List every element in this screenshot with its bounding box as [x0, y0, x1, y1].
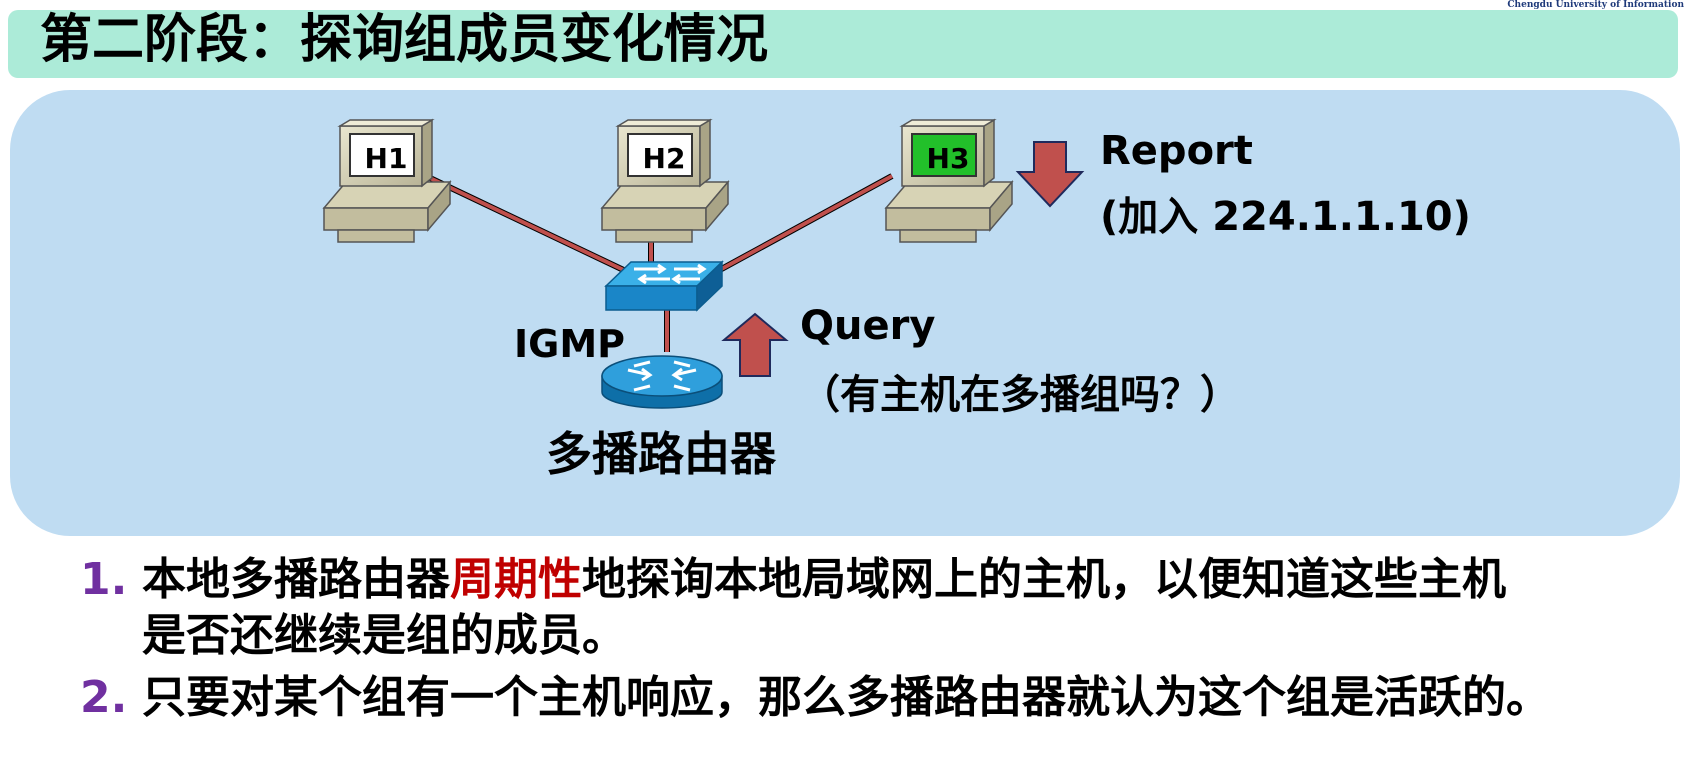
router-icon	[601, 355, 723, 409]
bullet-2-number: 2.	[80, 672, 128, 723]
query-detail: （有主机在多播组吗？）	[800, 372, 1240, 418]
bullet-1-text-after: 地探询本地局域网上的主机，以便知道这些主机	[582, 554, 1506, 605]
report-down-arrow-icon	[1015, 141, 1085, 208]
switch-icon	[604, 260, 724, 312]
host-h2-label: H2	[642, 142, 686, 175]
host-h2-computer-icon	[600, 118, 730, 243]
host-h1-computer-icon	[322, 118, 452, 243]
report-detail: (加入 224.1.1.10)	[1100, 194, 1471, 240]
bullet-1-highlight: 周期性	[450, 554, 582, 605]
host-h3-label: H3	[926, 142, 970, 175]
title-bar	[8, 10, 1678, 78]
router-label: 多播路由器	[546, 427, 776, 481]
host-h1-label: H1	[364, 142, 408, 175]
bullet-1-line-2: 是否还继续是组的成员。	[142, 610, 626, 661]
page-title: 第二阶段：探询组成员变化情况	[40, 10, 769, 70]
university-logo-text: Chengdu University of Information	[1507, 0, 1684, 10]
bullet-1-text-before: 本地多播路由器	[142, 554, 450, 605]
igmp-label: IGMP	[514, 322, 625, 366]
bullet-2-text: 只要对某个组有一个主机响应，那么多播路由器就认为这个组是活跃的。	[142, 672, 1550, 723]
report-label: Report	[1100, 128, 1253, 174]
host-h3-computer-icon	[884, 118, 1014, 243]
bullet-1-number: 1.	[80, 554, 128, 605]
bullet-1-line-1: 本地多播路由器周期性地探询本地局域网上的主机，以便知道这些主机	[142, 548, 1506, 612]
query-label: Query	[800, 303, 936, 349]
query-up-arrow-icon	[721, 312, 789, 377]
network-diagram	[322, 118, 1085, 409]
diagram-panel: H1 H2 H3 Report (加入 224.1.1.10) Query （有…	[10, 90, 1680, 536]
